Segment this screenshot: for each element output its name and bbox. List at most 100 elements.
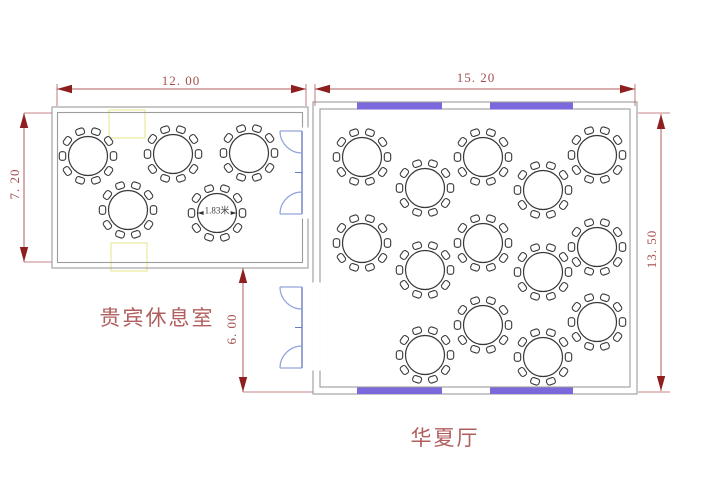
room-walls-huaxia-hall — [312, 101, 638, 395]
chair — [440, 335, 451, 345]
chair — [498, 137, 509, 147]
chair — [102, 220, 113, 230]
window-bar — [357, 102, 442, 110]
wall-opening — [301, 127, 310, 219]
chair — [336, 223, 347, 233]
chair — [584, 126, 595, 135]
chair — [618, 317, 627, 327]
chair — [485, 214, 496, 223]
chair — [457, 335, 468, 345]
chair — [395, 265, 404, 275]
chair — [364, 214, 375, 223]
chair — [332, 152, 341, 162]
chair — [232, 193, 243, 203]
window-bar — [357, 387, 442, 394]
chair — [612, 165, 623, 175]
chair — [485, 128, 496, 137]
chair — [584, 342, 595, 351]
chair — [399, 250, 410, 260]
chair — [364, 263, 375, 272]
chair — [219, 148, 228, 158]
chair — [485, 177, 496, 186]
chair — [599, 175, 610, 184]
chair — [599, 267, 610, 276]
chair — [470, 214, 481, 223]
chair — [470, 296, 481, 305]
chair — [612, 257, 623, 267]
dimension-hall-width — [314, 84, 636, 106]
chair — [446, 183, 455, 193]
chair — [332, 238, 341, 248]
banquet-table — [58, 127, 118, 185]
chair — [513, 267, 522, 277]
chair — [427, 326, 438, 335]
banquet-table — [453, 296, 513, 354]
chair — [383, 152, 392, 162]
chair — [584, 175, 595, 184]
chair — [223, 163, 234, 173]
chair — [188, 134, 199, 144]
chair — [149, 205, 158, 215]
chair — [599, 126, 610, 135]
banquet-table — [453, 214, 513, 272]
chair — [194, 149, 203, 159]
banquet-table — [395, 159, 455, 217]
chair — [90, 127, 101, 136]
chair — [440, 365, 451, 375]
chair — [130, 230, 141, 239]
chair — [498, 335, 509, 345]
chair — [612, 302, 623, 312]
dimension-vip-height — [19, 112, 52, 263]
chair — [103, 136, 114, 146]
chair — [567, 242, 576, 252]
chair — [453, 238, 462, 248]
chair — [446, 265, 455, 275]
vip-double-door — [279, 130, 303, 215]
chair — [517, 200, 528, 210]
banquet-table — [219, 124, 279, 182]
chair — [377, 223, 388, 233]
chair — [395, 350, 404, 360]
chair — [364, 177, 375, 186]
chair — [517, 252, 528, 262]
chair — [558, 337, 569, 347]
chair — [571, 257, 582, 267]
chair — [219, 184, 230, 193]
chair — [147, 164, 158, 174]
chair — [427, 159, 438, 168]
chair — [612, 135, 623, 145]
chair — [399, 335, 410, 345]
chair — [453, 320, 462, 330]
dimension-label-gap-height: 6. 00 — [224, 313, 239, 345]
chair — [103, 166, 114, 176]
chair — [498, 305, 509, 315]
chair — [440, 250, 451, 260]
chair — [427, 375, 438, 384]
chair — [440, 280, 451, 290]
chair — [517, 367, 528, 377]
chair — [336, 137, 347, 147]
chair — [530, 377, 541, 386]
banquet-table — [143, 125, 203, 183]
chair — [457, 137, 468, 147]
chair — [160, 174, 171, 183]
chair — [446, 350, 455, 360]
chair — [564, 185, 573, 195]
chair — [517, 170, 528, 180]
chair — [175, 174, 186, 183]
chair — [530, 210, 541, 219]
chair — [264, 163, 275, 173]
chair — [470, 263, 481, 272]
chair — [571, 135, 582, 145]
chair — [498, 167, 509, 177]
wall-opening — [312, 282, 321, 371]
chair — [204, 233, 215, 242]
chair — [558, 200, 569, 210]
chair — [377, 137, 388, 147]
room-label-huaxia-hall: 华夏厅 — [410, 426, 480, 450]
chair — [545, 328, 556, 337]
chair — [453, 152, 462, 162]
chair — [399, 365, 410, 375]
chair — [571, 227, 582, 237]
